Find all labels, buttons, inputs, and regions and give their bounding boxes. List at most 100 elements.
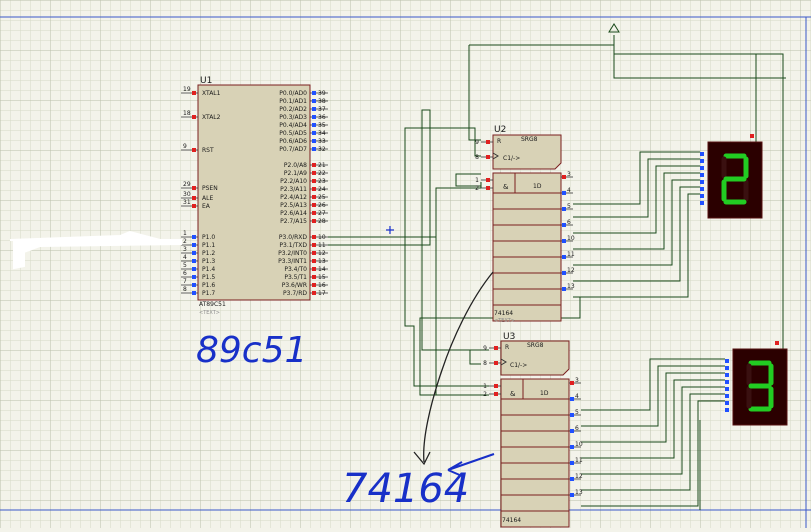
- u1-pin-name: P2.2/A10: [280, 178, 307, 185]
- u1-pin-marker[interactable]: [192, 148, 196, 152]
- u1-pin-marker[interactable]: [312, 139, 316, 143]
- u1-pin-marker[interactable]: [312, 131, 316, 135]
- u3-pin-marker[interactable]: [570, 413, 574, 417]
- u1-pin-marker[interactable]: [192, 283, 196, 287]
- u3-pin-marker[interactable]: [570, 477, 574, 481]
- u2-stage-cell: [492, 224, 562, 242]
- u1-pin-marker[interactable]: [312, 283, 316, 287]
- display_bottom-pin-marker[interactable]: [725, 394, 729, 398]
- u1-pin-marker[interactable]: [312, 91, 316, 95]
- u1-pin-marker[interactable]: [312, 219, 316, 223]
- u1-microcontroller[interactable]: 19XTAL118XTAL29RST29PSEN30ALE31EA1P1.02P…: [181, 84, 328, 301]
- u2-pin-marker[interactable]: [486, 186, 490, 190]
- u1-pin-number: 27: [318, 210, 326, 217]
- u1-pin-marker[interactable]: [312, 211, 316, 215]
- u1-pin-marker[interactable]: [312, 195, 316, 199]
- display_bottom-pin-marker[interactable]: [725, 387, 729, 391]
- wire-u2-to-display: [573, 193, 700, 298]
- u1-pin-marker[interactable]: [192, 259, 196, 263]
- u1-pin-marker[interactable]: [312, 147, 316, 151]
- u2-stage-cell: [492, 240, 562, 258]
- u1-pin-marker[interactable]: [192, 243, 196, 247]
- u1-pin-marker[interactable]: [312, 267, 316, 271]
- u3-pin-marker[interactable]: [570, 429, 574, 433]
- display_bottom-pin-marker[interactable]: [725, 373, 729, 377]
- u1-pin-marker[interactable]: [312, 187, 316, 191]
- u1-pin-marker[interactable]: [312, 251, 316, 255]
- u3-pin-marker[interactable]: [494, 361, 498, 365]
- u3-pin-marker[interactable]: [494, 384, 498, 388]
- display_top-pin-marker[interactable]: [700, 152, 704, 156]
- u2-pin-marker[interactable]: [562, 207, 566, 211]
- u1-pin-marker[interactable]: [192, 251, 196, 255]
- u2-pin-marker[interactable]: [562, 191, 566, 195]
- u1-pin-marker[interactable]: [312, 179, 316, 183]
- u1-pin-marker[interactable]: [312, 99, 316, 103]
- u2-pin-number: 6: [567, 219, 571, 226]
- u1-pin-marker[interactable]: [192, 186, 196, 190]
- u2-pin-marker[interactable]: [562, 271, 566, 275]
- u2-pin-marker[interactable]: [486, 178, 490, 182]
- display_bottom-common-pin[interactable]: [775, 341, 779, 345]
- u1-pin-marker[interactable]: [312, 291, 316, 295]
- seven-segment-display-bottom[interactable]: [725, 341, 788, 426]
- u1-pin-marker[interactable]: [312, 275, 316, 279]
- u1-pin-marker[interactable]: [192, 291, 196, 295]
- u3-pin-marker[interactable]: [494, 392, 498, 396]
- display_top-pin-marker[interactable]: [700, 159, 704, 163]
- u1-pin-marker[interactable]: [312, 123, 316, 127]
- u1-pin-marker[interactable]: [312, 259, 316, 263]
- u1-pin-marker[interactable]: [192, 204, 196, 208]
- u1-pin-marker[interactable]: [312, 171, 316, 175]
- u3-pin-marker[interactable]: [570, 397, 574, 401]
- u1-pin-marker[interactable]: [312, 115, 316, 119]
- u1-pin-marker[interactable]: [192, 196, 196, 200]
- u2-d-label: 1D: [533, 183, 542, 190]
- display_top-pin-marker[interactable]: [700, 194, 704, 198]
- u2-pin-marker[interactable]: [486, 140, 490, 144]
- display_top-pin-marker[interactable]: [700, 166, 704, 170]
- display_bottom-pin-marker[interactable]: [725, 401, 729, 405]
- u1-pin-number: 1: [183, 230, 187, 237]
- u3-pin-marker[interactable]: [570, 445, 574, 449]
- u2-pin-marker[interactable]: [562, 239, 566, 243]
- display_top-pin-marker[interactable]: [700, 173, 704, 177]
- u2-pin-marker[interactable]: [562, 223, 566, 227]
- u1-pin-marker[interactable]: [192, 275, 196, 279]
- u3-pin-marker[interactable]: [494, 346, 498, 350]
- display_top-pin-marker[interactable]: [700, 201, 704, 205]
- u1-body: [197, 84, 311, 301]
- u2-pin-marker[interactable]: [562, 175, 566, 179]
- u1-pin-marker[interactable]: [192, 235, 196, 239]
- u2-pin-marker[interactable]: [486, 155, 490, 159]
- seven-segment-display-top[interactable]: [700, 134, 763, 219]
- display_bottom-pin-marker[interactable]: [725, 408, 729, 412]
- u1-pin-marker[interactable]: [312, 163, 316, 167]
- u1-pin-number: 28: [318, 218, 326, 225]
- u1-pin-marker[interactable]: [192, 115, 196, 119]
- display_top-pin-marker[interactable]: [700, 187, 704, 191]
- u1-pin-marker[interactable]: [192, 267, 196, 271]
- u1-pin-marker[interactable]: [312, 203, 316, 207]
- u2-clock-triangle: [492, 152, 499, 160]
- display_top-pin-marker[interactable]: [700, 180, 704, 184]
- u1-pin-marker[interactable]: [312, 107, 316, 111]
- u2-pin-marker[interactable]: [562, 255, 566, 259]
- u2-pin-marker[interactable]: [562, 287, 566, 291]
- u3-pin-marker[interactable]: [570, 381, 574, 385]
- display_bottom-pin-marker[interactable]: [725, 366, 729, 370]
- u2-pin-number: 13: [567, 283, 575, 290]
- display_top-common-pin[interactable]: [750, 134, 754, 138]
- u1-pin-marker[interactable]: [192, 91, 196, 95]
- u1-pin-marker[interactable]: [312, 243, 316, 247]
- u1-pin-marker[interactable]: [312, 235, 316, 239]
- wire-u3-to-display: [581, 386, 725, 475]
- display_bottom-pin-marker[interactable]: [725, 359, 729, 363]
- u3-pin-marker[interactable]: [570, 461, 574, 465]
- u3-pin-marker[interactable]: [570, 493, 574, 497]
- display_bottom-pin-marker[interactable]: [725, 380, 729, 384]
